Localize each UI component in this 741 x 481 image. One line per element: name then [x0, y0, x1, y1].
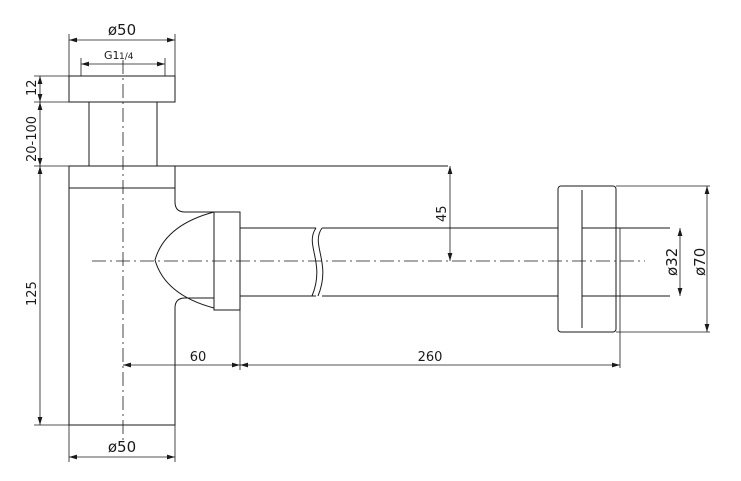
- siphon-outline: [68, 75, 710, 426]
- flange-diameter-label: ø70: [691, 248, 709, 276]
- top-diameter-label: ø50: [108, 21, 136, 39]
- svg-text:G1: G1: [104, 49, 120, 62]
- nut-height-label: 12: [25, 79, 40, 96]
- horizontal-pipe: [240, 227, 558, 297]
- thread-label: G1 1/4: [104, 49, 134, 62]
- body-height-label: 125: [25, 281, 40, 306]
- pipe-length-label: 260: [418, 350, 443, 365]
- adjust-height-label: 20-100: [25, 116, 40, 162]
- bottom-diameter-label: ø50: [108, 438, 136, 456]
- wall-flange: [557, 185, 710, 368]
- pipe-drop-label: 45: [435, 205, 450, 222]
- bottle-body: [68, 165, 214, 426]
- pipe-diameter-label: ø32: [663, 248, 681, 276]
- top-nut: [68, 75, 176, 103]
- svg-text:1/4: 1/4: [119, 52, 134, 62]
- dimension-lines: [34, 34, 710, 462]
- inlet-offset-label: 60: [190, 350, 207, 365]
- center-lines: [92, 60, 645, 440]
